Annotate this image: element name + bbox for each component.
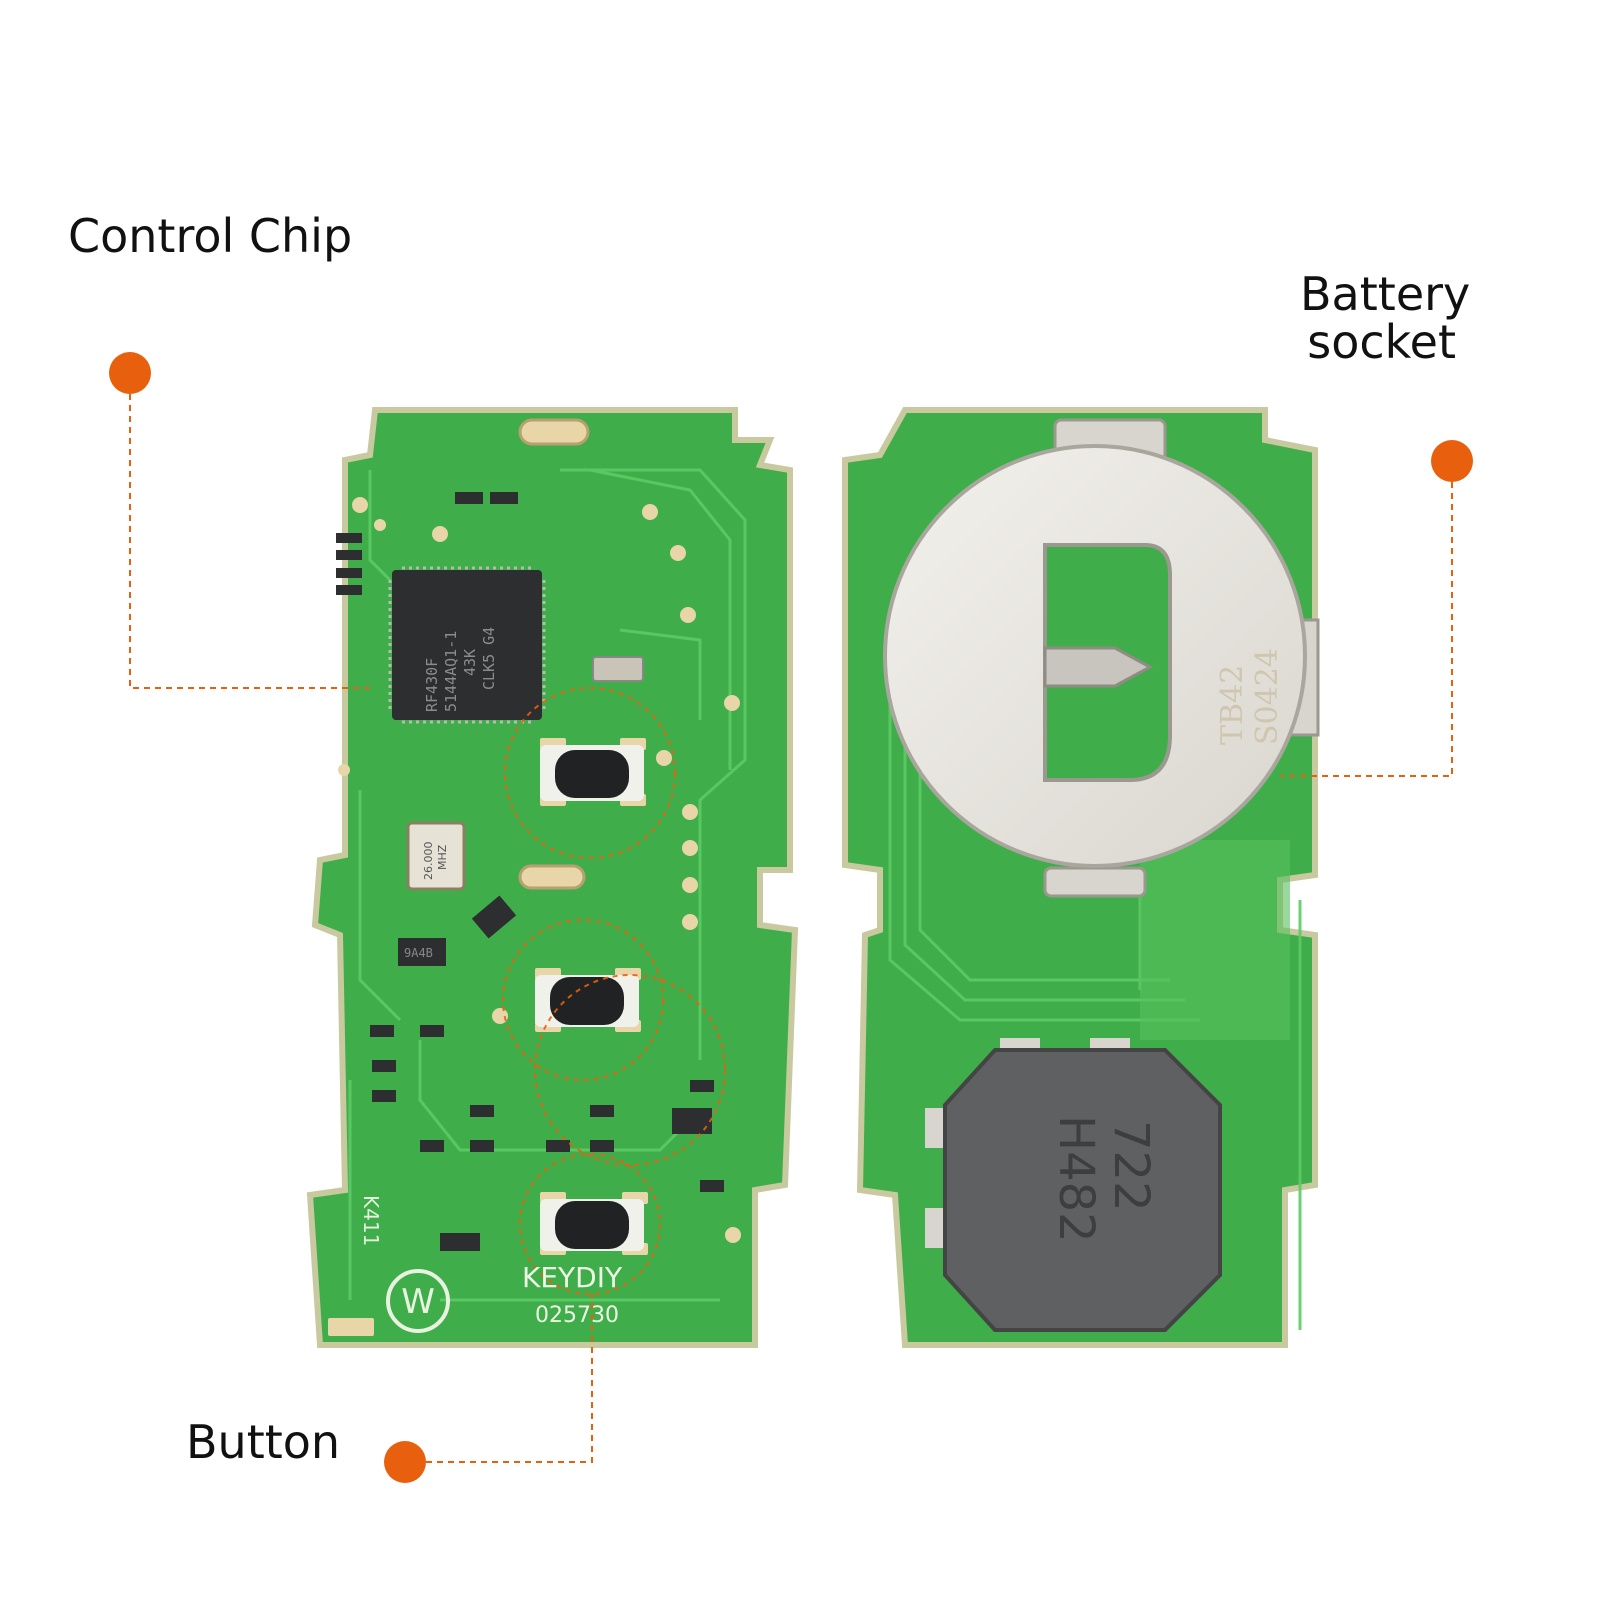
small-ic: [398, 938, 446, 966]
chip-marking-4: CLK5 G4: [480, 627, 498, 690]
buzzer-marking-2: H482: [1048, 1115, 1104, 1243]
battery-socket-label: Battery socket: [1300, 267, 1471, 370]
chip-marking-3: 43K: [461, 649, 479, 676]
battery-holder: TB42 S0424: [883, 418, 1320, 898]
ic-marking: 9A4B: [404, 946, 433, 960]
battery-marking-2: S0424: [1250, 648, 1285, 745]
callout-dot-button: [384, 1441, 426, 1483]
tact-button-2: [535, 975, 639, 1027]
button-label: Button: [186, 1415, 341, 1469]
callout-control-chip: [109, 352, 372, 689]
chip-marking-1: RF430F: [423, 658, 441, 712]
crystal-marking-2: MHZ: [436, 844, 449, 870]
callout-button: [384, 1294, 593, 1483]
crystal-marking-1: 26.000: [422, 842, 435, 881]
callout-dot-battery-socket: [1431, 440, 1473, 482]
battery-socket-label-line2: socket: [1307, 315, 1456, 370]
battery-marking-1: TB42: [1215, 665, 1250, 745]
buzzer: 722 H482: [925, 1038, 1222, 1332]
board-code: K411: [359, 1195, 383, 1246]
tact-button-3: [540, 1199, 644, 1251]
serial-text: 025730: [535, 1303, 619, 1328]
brand-text: KEYDIY: [522, 1261, 623, 1294]
pcb-front: RF430F 5144AQ1-1 43K CLK5 G4 26.000 MHZ …: [306, 407, 799, 1348]
chip-marking-2: 5144AQ1-1: [442, 631, 460, 712]
control-chip-label: Control Chip: [68, 209, 353, 263]
crystal-oscillator: [406, 821, 466, 891]
tact-button-1: [540, 745, 644, 801]
control-chip: [392, 570, 542, 720]
buzzer-marking-1: 722: [1103, 1120, 1159, 1212]
pcb-back: TB42 S0424 722 H482: [842, 407, 1320, 1348]
callout-battery-socket: [1280, 440, 1473, 777]
callout-dot-control-chip: [109, 352, 151, 394]
w-logo: [386, 1269, 450, 1333]
w-logo-letter: W: [401, 1282, 435, 1322]
battery-socket-label-line1: Battery: [1300, 267, 1471, 321]
